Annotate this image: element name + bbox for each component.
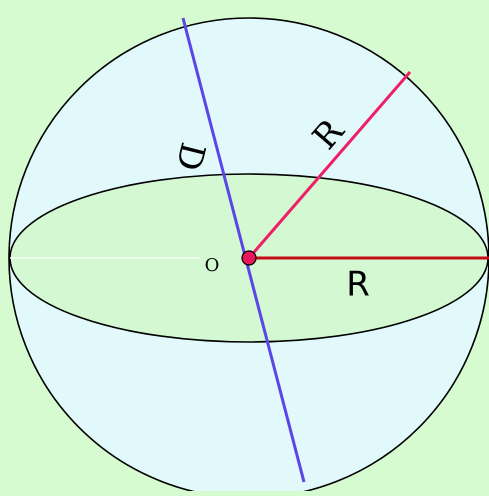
radius-slanted-line [247,71,412,259]
diameter-line [181,17,306,483]
center-label: O [205,255,220,276]
radius-horizontal-label: R [346,265,370,305]
center-point [241,250,257,266]
